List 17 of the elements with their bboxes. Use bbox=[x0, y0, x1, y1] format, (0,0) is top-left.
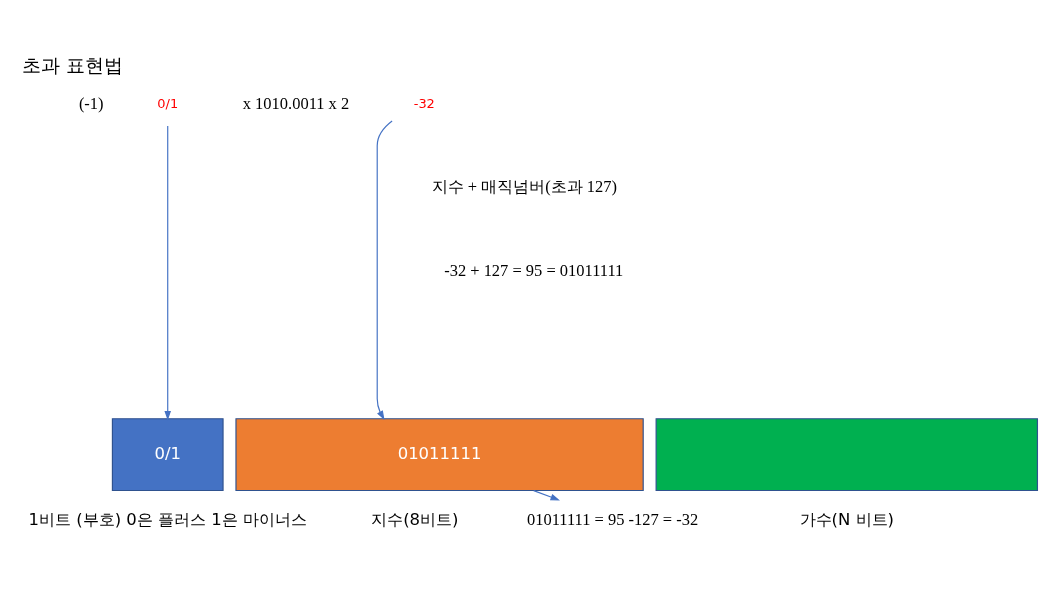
node-label: 지수(8비트) bbox=[371, 509, 459, 529]
node-label: 가수(N 비트) bbox=[799, 509, 894, 529]
node-box: 0/1 bbox=[111, 417, 224, 491]
node-text: -32 bbox=[413, 95, 435, 111]
node-label: 1비트 (부호) 0은 플러스 1은 마이너스 bbox=[28, 509, 307, 529]
node-box bbox=[655, 417, 1039, 491]
arrow bbox=[164, 124, 172, 420]
label: (-1) bbox=[78, 93, 104, 113]
node-text: 0/1 bbox=[157, 95, 179, 111]
label: 지수 + 매직넘버(초과 127) bbox=[431, 176, 617, 196]
diagram-title: 초과 표현법 bbox=[21, 54, 123, 76]
arrow bbox=[376, 119, 393, 420]
label: -32 + 127 = 95 = 01011111 bbox=[444, 260, 624, 280]
label: x 1010.0011 x 2 bbox=[242, 93, 350, 113]
node-box: 01011111 bbox=[235, 417, 644, 491]
node-text: 01011111 = 95 -127 = -32 bbox=[526, 509, 699, 529]
arrow bbox=[533, 489, 560, 500]
